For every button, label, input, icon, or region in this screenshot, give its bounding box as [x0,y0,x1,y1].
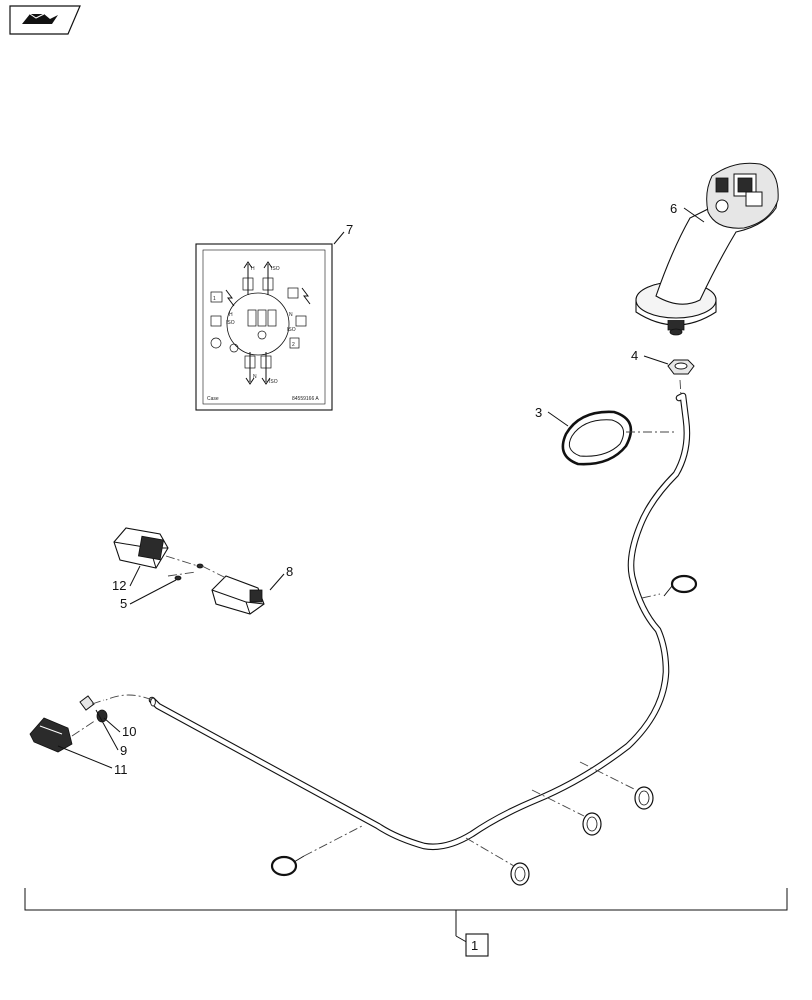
terminal-part-5 [174,563,204,581]
cable-tie-lower [270,855,305,877]
decal-label-num2: 2 [292,342,295,348]
nut-part-4 [667,359,695,375]
decal-label-iso-bottom: ISO [269,379,278,385]
decal-label-iso-left: ISO [226,320,235,326]
decal-label-iso-right: ISO [287,327,296,333]
callout-11: 11 [114,762,128,777]
decal-label-h-top: H [251,266,255,272]
decal-label-num1: 1 [213,296,216,302]
decal-footer-right: 84559166 A [292,396,319,402]
connector-part-8 [211,575,265,615]
decal-footer-left: Case [207,396,219,402]
leader-lines [57,207,705,769]
clip-1 [634,786,654,810]
decal-label-iso-top: ISO [271,266,280,272]
decal-part-7: H ISO H ISO N ISO N ISO 1 2 Case 8455916… [195,243,333,411]
callout-6: 6 [670,201,677,216]
joystick-handle-part-6 [635,162,779,336]
callout-7: 7 [346,222,353,237]
cable-tie-upper [663,574,698,597]
decal-label-n-right: N [289,312,293,318]
decal-label-n-bottom: N [253,374,257,380]
grommet-part-3 [561,410,633,466]
connector-part-11 [29,717,73,753]
assembly-bracket [24,888,788,957]
callout-9: 9 [120,743,127,758]
callout-5: 5 [120,596,127,611]
connector-housing-part-12 [113,527,169,569]
callout-1: 1 [471,938,478,953]
callout-10: 10 [122,724,136,739]
callout-8: 8 [286,564,293,579]
terminal-part-9 [79,695,95,711]
page-flip-icon[interactable] [9,5,81,35]
clip-2 [582,812,602,836]
callout-4: 4 [631,348,638,363]
main-harness-cable [148,392,691,851]
callout-box-1 [465,933,489,957]
callout-12: 12 [112,578,126,593]
clip-3 [510,862,530,886]
decal-label-h-left: H [229,312,233,318]
callout-3: 3 [535,405,542,420]
